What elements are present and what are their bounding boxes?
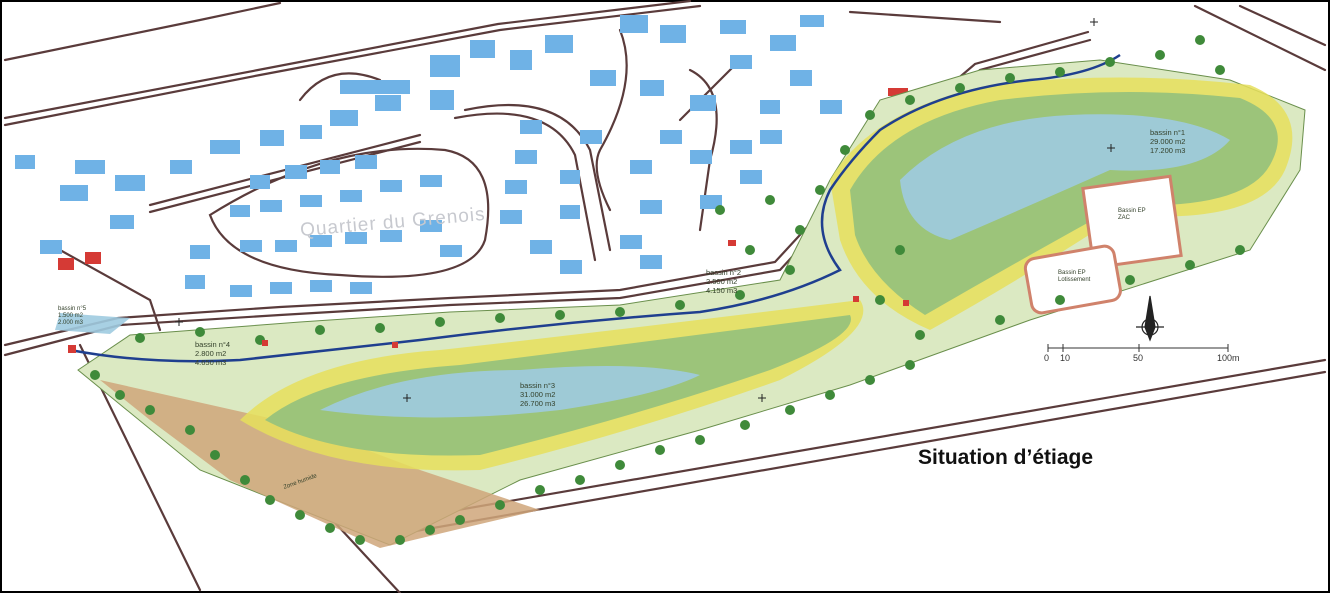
red-buildings	[58, 88, 908, 270]
map-title: Situation d’étiage	[918, 446, 1094, 469]
basin-5-area: 1.500 m2	[58, 313, 84, 319]
basin-label-5: bassin n°5 1.500 m2 2.000 m3	[58, 306, 86, 327]
scale-tick-100m: 100m	[1217, 353, 1240, 363]
basin-1-area: 29.000 m2	[1150, 137, 1186, 146]
basin-4-area: 2.800 m2	[195, 349, 227, 358]
scale-bar	[1047, 344, 1229, 352]
trees	[90, 35, 1245, 545]
basin-4-name: bassin n°4	[195, 340, 231, 349]
basin-1-volume: 17.200 m3	[1150, 146, 1186, 155]
basin-5-name: bassin n°5	[58, 306, 87, 312]
ep-basin-label-2: Bassin EP Lotissement	[1058, 270, 1090, 284]
basin-3-name: bassin n°3	[520, 381, 556, 390]
scale-tick-0: 0	[1044, 353, 1050, 363]
ep-basin-2-name: Bassin EP	[1058, 270, 1086, 276]
cultivated-zone	[100, 380, 540, 548]
deep-water	[55, 114, 1230, 418]
basin-label-1: bassin n°1 29.000 m2 17.200 m3	[1150, 128, 1185, 155]
basin-3-volume: 26.700 m3	[520, 399, 556, 408]
north-arrow-icon	[1136, 295, 1164, 342]
ep-basins	[1023, 174, 1183, 315]
basin-2-name: bassin n°2	[706, 268, 742, 277]
scale-tick-10: 10	[1060, 353, 1071, 363]
basin-3-area: 31.000 m2	[520, 390, 556, 399]
buildings	[15, 15, 842, 297]
road-network	[3, 0, 1327, 593]
ep-basin-1-name: Bassin EP	[1118, 208, 1146, 214]
basin-1-name: bassin n°1	[1150, 128, 1186, 137]
red-markers	[68, 296, 909, 353]
ep-basin-1-note: ZAC	[1118, 215, 1130, 221]
basin-5-volume: 2.000 m3	[58, 320, 84, 326]
stream	[69, 53, 1121, 363]
basin-2-volume: 4.150 m3	[706, 286, 738, 295]
basin-label-4: bassin n°4 2.800 m2 4.650 m3	[195, 340, 230, 367]
survey-markers	[175, 18, 1115, 402]
basin-label-2: bassin n°2 2.500 m2 4.150 m3	[706, 268, 741, 295]
basin-4-volume: 4.650 m3	[195, 358, 227, 367]
basin-2-area: 2.500 m2	[706, 277, 738, 286]
basin-label-3: bassin n°3 31.000 m2 26.700 m3	[520, 381, 555, 408]
ep-basin-label-1: Bassin EP ZAC	[1118, 208, 1146, 222]
ep-basin-2-note: Lotissement	[1058, 277, 1091, 283]
scale-tick-50: 50	[1133, 353, 1144, 363]
